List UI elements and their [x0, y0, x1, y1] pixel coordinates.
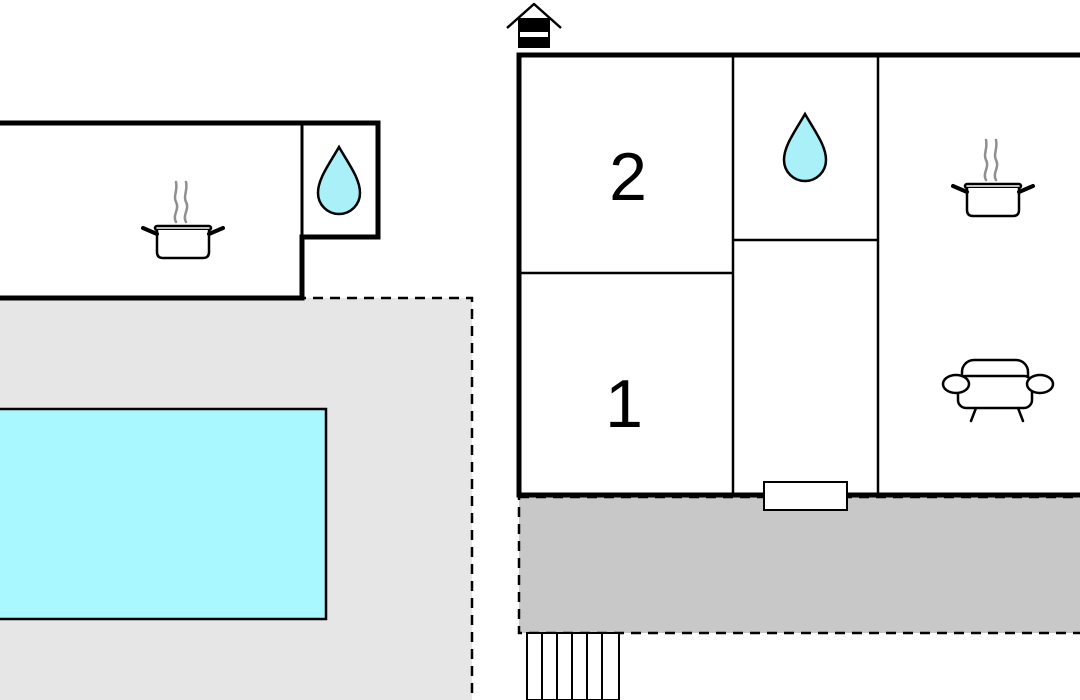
- water-drop-icon: [782, 111, 828, 183]
- room-number-2: 2: [609, 139, 647, 215]
- entrance-steps: [526, 632, 620, 700]
- entrance-door: [763, 481, 848, 511]
- armchair-icon: [941, 358, 1055, 423]
- left-building: [0, 120, 381, 301]
- swimming-pool: [0, 407, 328, 621]
- terrace: [517, 495, 1080, 635]
- house-entrance-icon: [506, 2, 562, 48]
- water-drop-icon: [316, 144, 362, 216]
- room-number-1: 1: [605, 366, 643, 442]
